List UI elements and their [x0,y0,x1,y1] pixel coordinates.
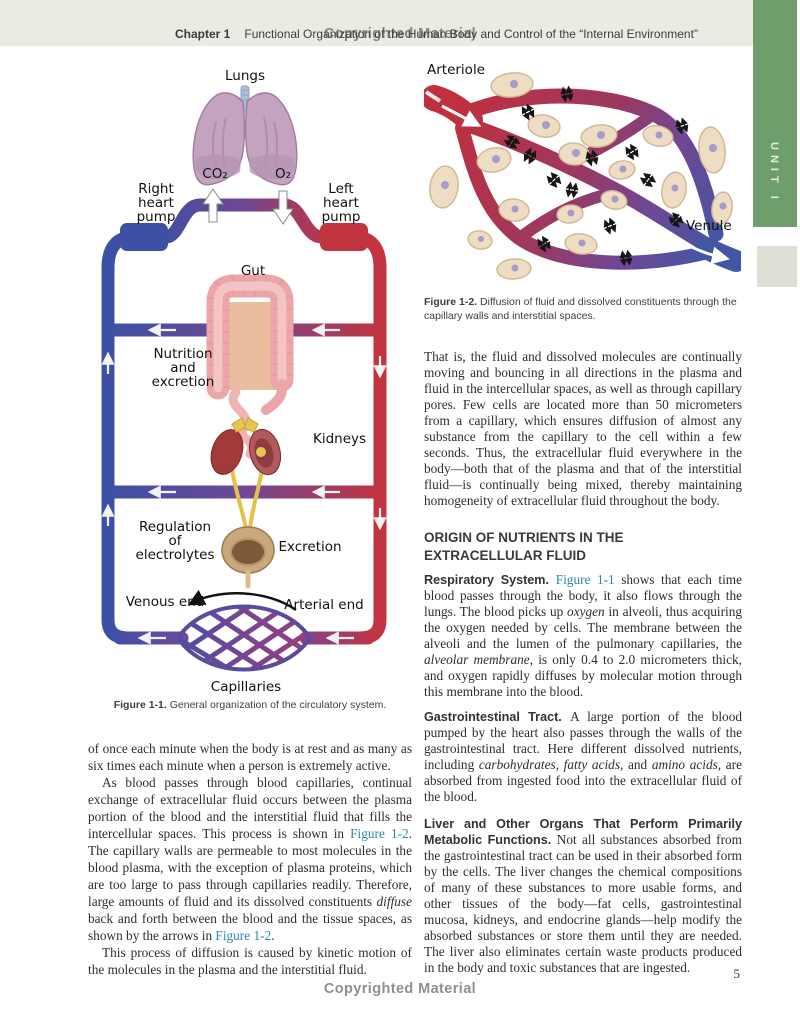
figure-1-caption-label: Figure 1-1. [113,699,167,711]
label-right-pump-3: pump [137,209,176,225]
text-run: amino acids, [651,757,722,772]
arteriole-stub [424,90,442,103]
section-heading: ORIGIN OF NUTRIENTS IN THE EXTRACELLULAR… [424,529,742,564]
label-left-pump-2: heart [323,195,359,211]
figure-1-circulatory-diagram: Lungs CO₂ O₂ Right heart pump Left heart… [101,68,387,695]
right-heart-pump-shape [120,223,168,251]
text-run: Liver and Other Organs That Perform Prim… [424,817,742,847]
paragraph: Respiratory System. Figure 1-1 shows tha… [424,572,742,700]
figure-2-caption-text: Diffusion of fluid and dissolved constit… [424,296,737,322]
label-regulation-3: electrolytes [136,547,215,563]
text-run: This process of diffusion is caused by k… [88,945,412,977]
label-nutrition-1: Nutrition [153,346,212,362]
paragraph: of once each minute when the body is at … [88,740,412,774]
label-excretion: Excretion [278,539,341,555]
paragraph: Gastrointestinal Tract. A large portion … [424,709,742,805]
text-run: Not all substances absorbed from the gas… [424,832,742,975]
label-venule: Venule [686,218,732,234]
arteriole-flow-arrow [441,104,482,127]
label-right-pump-2: heart [138,195,174,211]
label-gut: Gut [241,263,265,279]
flow-arrows [101,323,387,645]
label-nutrition-3: excretion [152,374,215,390]
section-heading-line-1: ORIGIN OF NUTRIENTS IN THE [424,530,624,545]
text-run: diffuse [376,894,412,909]
label-arterial-end: Arterial end [284,597,363,613]
text-run: are absorbed from ingested food into the… [424,757,742,804]
label-left-pump-3: pump [322,209,361,225]
label-venous-end: Venous end [126,594,205,610]
text-run: As blood passes through blood capillarie… [88,775,412,841]
figure-1-caption-text: General organization of the circulatory … [166,699,387,711]
capillary-flow-arrow [187,589,297,611]
figure-reference: Figure 1-2 [215,928,272,943]
label-lungs: Lungs [225,68,265,84]
label-regulation-1: Regulation [139,519,211,535]
text-run: Gastrointestinal Tract. [424,710,571,724]
unit-tab-lower-block [757,246,797,287]
figure-reference: Figure 1-2 [350,826,409,841]
text-run: , is only 0.4 to 2.0 micrometers thick, … [424,652,743,699]
label-kidneys: Kidneys [313,431,366,447]
paragraph: That is, the fluid and dissolved molecul… [424,349,742,509]
label-nutrition-2: and [170,360,195,376]
text-run: in alveoli, thus acquiring the oxygen ne… [424,604,742,651]
lungs-illustration [192,85,298,186]
left-heart-pump-shape [320,223,368,251]
text-run: alveolar membrane [424,652,530,667]
left-text-column: of once each minute when the body is at … [88,740,412,978]
chapter-header-text: Chapter 1 Functional Organization of the … [175,27,698,41]
text-run: shows that each time blood passes throug… [424,572,743,619]
watermark-bottom: Copyrighted Material [323,981,477,997]
text-run: back and forth between the blood and the… [88,911,412,943]
paragraph: Liver and Other Organs That Perform Prim… [424,816,742,976]
chapter-header-bar: Chapter 1 Functional Organization of the … [0,0,753,46]
label-capillaries: Capillaries [211,679,281,695]
text-run: . [271,928,275,943]
figure-2-capillary-diffusion-diagram: Arteriole Venule [424,62,741,280]
text-run: of once each minute when the body is at … [88,741,412,773]
label-right-pump-1: Right [138,181,174,197]
text-run: carbohydrates, fatty acids, [478,757,624,772]
label-arteriole: Arteriole [427,62,485,78]
kidneys-bladder-illustration [210,417,282,589]
unit-tab-label: UNIT I [768,142,780,204]
section-heading-line-2: EXTRACELLULAR FLUID [424,547,586,563]
page-number: 5 [733,966,741,981]
text-run: . The capillary walls are permeable to m… [88,826,413,909]
figure-2-caption-label: Figure 1-2. [424,296,478,308]
figure-1-caption: Figure 1-1. General organization of the … [88,698,412,712]
tissue-cells [429,72,733,280]
label-co2: CO₂ [202,166,227,182]
text-run: and [623,757,652,772]
chapter-title: Functional Organization of the Human Bod… [244,27,698,41]
paragraph: As blood passes through blood capillarie… [88,774,412,944]
venule-flow-arrow [681,240,730,265]
figure-reference: Figure 1-1 [555,572,615,587]
label-o2: O₂ [275,166,291,182]
o2-down-arrow [272,190,294,225]
chapter-label: Chapter 1 [175,27,231,41]
paragraph: This process of diffusion is caused by k… [88,944,412,978]
label-left-pump-1: Left [328,181,353,197]
label-regulation-2: of [168,533,182,549]
text-run: Respiratory System. [424,573,556,587]
right-text-column: Arteriole Venule Figure 1-2. Diffusion o… [424,62,742,976]
co2-up-arrow [202,188,224,223]
figure-2-caption: Figure 1-2. Diffusion of fluid and disso… [424,295,742,323]
unit-tab: UNIT I [753,0,797,227]
text-run: That is, the fluid and dissolved molecul… [424,349,742,508]
text-run: oxygen [567,604,605,619]
text-run: A large portion of the blood pumped by t… [424,709,742,772]
capillary-network [175,604,313,672]
